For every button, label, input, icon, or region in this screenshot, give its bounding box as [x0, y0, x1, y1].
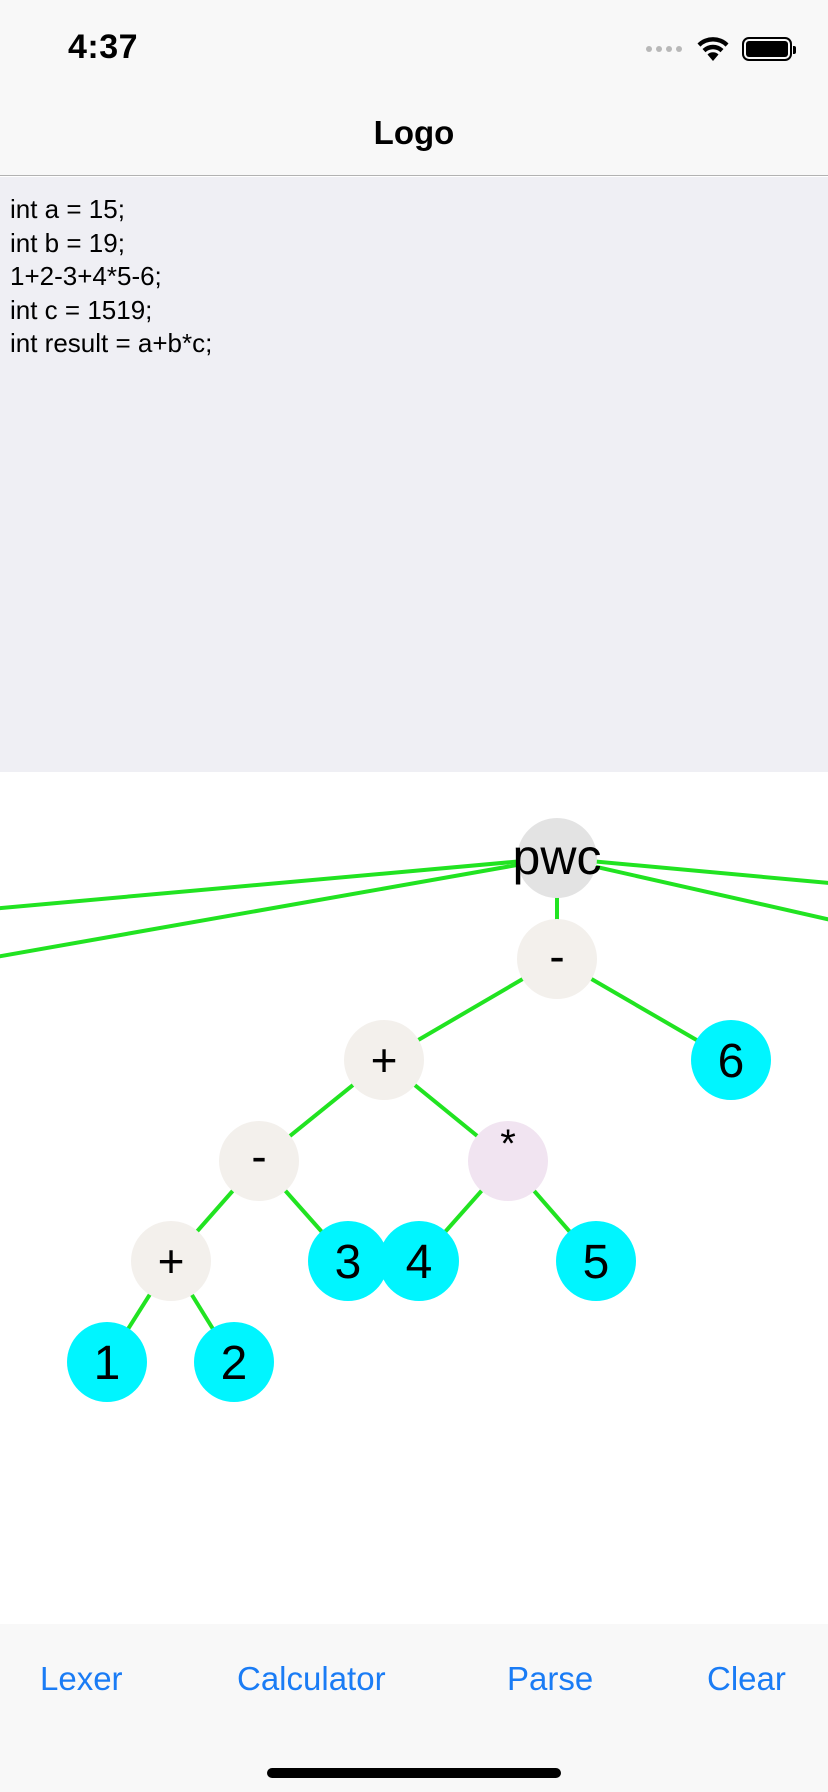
status-indicators [646, 34, 796, 64]
node-two-label: 2 [221, 1337, 248, 1390]
node-plus-mid-circle [344, 1020, 424, 1100]
node-root-circle [517, 818, 597, 898]
parse-button[interactable]: Parse [507, 1660, 594, 1697]
node-plus-mid-label: + [371, 1034, 398, 1086]
edge-root-right-b [556, 856, 828, 922]
edge-root-left-a [0, 856, 558, 911]
code-line: 1+2-3+4*5-6; [10, 261, 162, 291]
page-title: Logo [373, 114, 455, 151]
status-bar: 4:37 [0, 0, 828, 88]
node-minus-top-circle [517, 919, 597, 999]
node-four-label: 4 [406, 1236, 433, 1289]
node-two-circle [194, 1322, 274, 1402]
home-indicator [267, 1768, 561, 1778]
node-plus-low-label: + [158, 1235, 185, 1287]
node-root-label: pwc [513, 829, 602, 885]
edge-root-right-a [556, 856, 828, 885]
node-plus-low-circle [131, 1221, 211, 1301]
node-multiply-circle [468, 1121, 548, 1201]
cellular-signal-icon [646, 46, 682, 52]
navigation-bar: Logo [0, 88, 828, 176]
parse-tree-canvas: pwc - + 6 - * + 3 4 5 1 2 [0, 772, 828, 1624]
edge-root-left-b [0, 856, 558, 959]
node-five-circle [556, 1221, 636, 1301]
node-six-label: 6 [718, 1035, 745, 1088]
node-minus-low-circle [219, 1121, 299, 1201]
node-three-circle [308, 1221, 388, 1301]
bottom-toolbar: Lexer Calculator Parse Clear [0, 1624, 828, 1792]
node-minus-top-label: - [549, 930, 564, 982]
wifi-icon [697, 37, 729, 61]
tree-nodes [67, 818, 771, 1402]
node-multiply-label: * [500, 1122, 516, 1166]
code-text-view[interactable]: int a = 15; int b = 19; 1+2-3+4*5-6; int… [0, 177, 828, 772]
node-six-circle [691, 1020, 771, 1100]
node-five-label: 5 [583, 1236, 610, 1289]
code-line: int c = 1519; [10, 294, 153, 325]
node-three-label: 3 [335, 1236, 362, 1289]
tree-labels: pwc - + 6 - * + 3 4 5 1 2 [94, 829, 745, 1390]
status-time: 4:37 [68, 28, 139, 66]
calculator-button[interactable]: Calculator [237, 1660, 386, 1697]
parse-tree-svg: pwc - + 6 - * + 3 4 5 1 2 [0, 818, 828, 1402]
node-four-circle [379, 1221, 459, 1301]
battery-icon [742, 37, 796, 61]
node-one-circle [67, 1322, 147, 1402]
node-one-label: 1 [94, 1337, 121, 1390]
lexer-button[interactable]: Lexer [40, 1660, 123, 1697]
clear-button[interactable]: Clear [707, 1660, 786, 1697]
code-line: int result = a+b*c; [10, 328, 213, 358]
node-minus-low-label: - [251, 1130, 266, 1182]
code-line: int a = 15; [10, 194, 125, 224]
code-line: int b = 19; [10, 227, 125, 258]
